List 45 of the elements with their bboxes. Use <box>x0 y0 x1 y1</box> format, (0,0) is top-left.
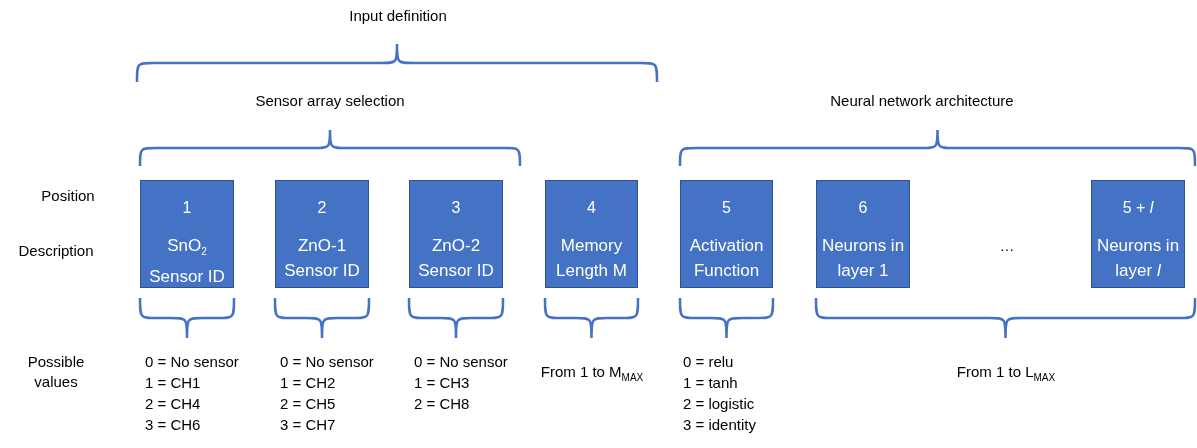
parameter-description: ZnO-2 Sensor ID <box>417 235 495 282</box>
parameter-description: Memory Length M <box>555 235 628 282</box>
value-entry: 0 = No sensor <box>280 352 374 372</box>
parameter-box <box>140 180 234 288</box>
position-number: 4 <box>586 199 597 217</box>
position-number: 1 <box>181 199 193 217</box>
value-entry: 2 = CH8 <box>414 394 470 414</box>
value-entry: 0 = relu <box>683 352 734 372</box>
parameter-box <box>275 180 369 288</box>
parameter-box <box>1091 180 1185 288</box>
parameter-description: Neurons in layer 1 <box>821 235 905 282</box>
value-entry: 2 = CH4 <box>145 394 201 414</box>
parameter-box <box>545 180 638 288</box>
value-entry: 0 = No sensor <box>145 352 239 372</box>
position-number: 5 <box>721 199 732 217</box>
parameter-description: ZnO-1 Sensor ID <box>283 235 361 282</box>
group-heading: Sensor array selection <box>255 91 405 111</box>
parameter-box <box>409 180 503 288</box>
value-entry: 0 = No sensor <box>414 352 508 372</box>
value-entry: 3 = identity <box>683 415 756 435</box>
value-entry: 2 = logistic <box>683 394 755 414</box>
group-heading: Neural network architecture <box>830 91 1014 111</box>
group-heading: Input definition <box>349 6 447 26</box>
row-heading: Description <box>18 241 94 261</box>
position-number: 5 + l <box>1121 199 1155 217</box>
position-number: 6 <box>857 199 869 217</box>
parameter-box <box>680 180 773 288</box>
value-range: From 1 to L$_{MAX}$ <box>956 362 1056 385</box>
parameter-description: Neurons in layer l <box>1096 235 1180 282</box>
value-entry: 1 = CH2 <box>280 373 336 393</box>
value-entry: 3 = CH6 <box>145 415 201 435</box>
value-range: From 1 to M$_{MAX}$ <box>540 362 644 385</box>
value-entry: 1 = CH1 <box>145 373 201 393</box>
ellipsis: … <box>999 236 1015 256</box>
parameter-box <box>816 180 910 288</box>
position-number: 2 <box>316 199 328 217</box>
value-entry: 3 = CH7 <box>280 415 336 435</box>
value-entry: 2 = CH5 <box>280 394 336 414</box>
row-heading: Position <box>41 186 95 206</box>
position-number: 3 <box>450 199 462 217</box>
value-entry: 1 = CH3 <box>414 373 470 393</box>
row-heading: Possible values <box>26 352 86 392</box>
value-entry: 1 = tanh <box>683 373 738 393</box>
parameter-description: Activation Function <box>688 235 765 282</box>
parameter-description: SnO$_{2}$ Sensor ID <box>148 235 226 289</box>
